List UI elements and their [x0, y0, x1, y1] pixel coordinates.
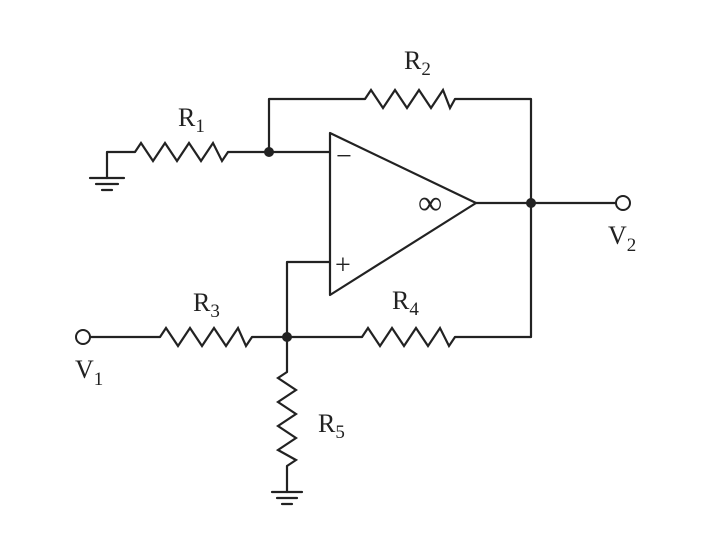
resistor-r5: [275, 371, 299, 467]
label-r4: R4: [392, 286, 419, 320]
wire-r4-right: [453, 201, 533, 339]
resistor-r2: [364, 87, 456, 111]
junction-inverting: [264, 147, 274, 157]
label-v2: V2: [608, 221, 636, 256]
ground-symbol-r1: [88, 176, 126, 192]
label-v1: V1: [75, 355, 103, 390]
wire-ground-r1: [105, 150, 137, 180]
label-r1: R1: [178, 103, 205, 137]
terminal-v1: [75, 329, 91, 345]
ground-symbol-r5: [270, 490, 304, 506]
resistor-r1: [134, 140, 229, 164]
junction-noninverting: [282, 332, 292, 342]
inverting-input-sign: −: [336, 141, 352, 172]
label-r2: R2: [404, 46, 431, 80]
label-r3: R3: [193, 288, 220, 322]
op-amp-triangle: [328, 131, 478, 297]
terminal-v2: [615, 195, 631, 211]
wire-noninverting-input: [285, 260, 332, 339]
label-r5: R5: [318, 409, 345, 443]
junction-output: [526, 198, 536, 208]
resistor-r4: [361, 325, 456, 349]
noninverting-input-sign: +: [335, 250, 351, 281]
wire-r2-right: [453, 97, 533, 205]
infinite-gain-symbol: ∞: [418, 185, 442, 222]
wire-r2-left: [267, 97, 367, 154]
resistor-r3: [159, 325, 253, 349]
